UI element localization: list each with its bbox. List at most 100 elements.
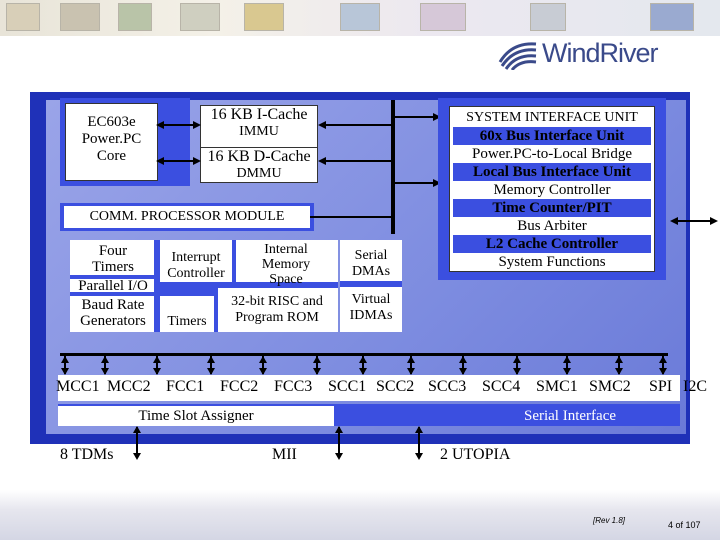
cpm-divider — [160, 282, 338, 288]
dcache-label: 16 KB D-Cache — [207, 148, 311, 165]
cpm-divider — [160, 288, 218, 296]
cpm-divider — [214, 288, 218, 332]
tdm-link — [136, 427, 138, 455]
arrow-up-icon — [133, 426, 141, 433]
cache-bus-link — [322, 160, 392, 162]
peripheral-smc1: SMC1 — [536, 378, 578, 395]
arrow-right-icon — [710, 217, 718, 225]
arrow-up-icon — [153, 356, 161, 363]
internal-memory-line: Space — [269, 272, 303, 287]
virtual-idmas-line: IDMAs — [349, 308, 393, 323]
arrow-up-icon — [459, 356, 467, 363]
arrow-down-icon — [61, 368, 69, 375]
serial-dmas-line: Serial — [354, 248, 388, 263]
siu-item: Power.PC-to-Local Bridge — [453, 145, 651, 163]
peripheral-fcc2: FCC2 — [220, 378, 259, 395]
peripheral-fcc1: FCC1 — [166, 378, 205, 395]
cache-block: 16 KB I-Cache IMMU 16 KB D-Cache DMMU — [200, 105, 318, 183]
siu-item: Time Counter/PIT — [453, 199, 651, 217]
arrow-left-icon — [156, 157, 164, 165]
bus-drop — [566, 356, 568, 374]
bus-drop — [104, 356, 106, 374]
bus-drop — [662, 356, 664, 374]
arrow-up-icon — [407, 356, 415, 363]
risc-line: 32-bit RISC and — [231, 294, 323, 309]
peripheral-i2c: I2C — [683, 378, 707, 395]
internal-bus — [391, 100, 395, 234]
four-timers: Four Timers — [72, 243, 154, 275]
bus-drop — [516, 356, 518, 374]
peripheral-bus — [60, 353, 668, 356]
arrow-up-icon — [61, 356, 69, 363]
photo-banner — [0, 0, 720, 36]
risc-program-rom: 32-bit RISC and Program ROM — [218, 294, 336, 326]
serial-dmas: Serial DMAs — [340, 248, 402, 280]
time-slot-assigner: Time Slot Assigner — [58, 406, 334, 426]
arrow-down-icon — [359, 368, 367, 375]
arrow-up-icon — [101, 356, 109, 363]
windriver-logo: WindRiver — [498, 36, 678, 70]
core-cache-link — [160, 124, 198, 126]
siu-title: SYSTEM INTERFACE UNIT — [466, 110, 638, 125]
four-timers-line: Timers — [92, 259, 134, 275]
utopia-link — [418, 427, 420, 455]
arrow-down-icon — [133, 453, 141, 460]
arrow-up-icon — [259, 356, 267, 363]
internal-memory-line: Memory — [261, 257, 311, 272]
banner-photo — [340, 3, 380, 31]
core-label: Core — [96, 148, 127, 164]
arrow-left-icon — [318, 121, 326, 129]
bus-drop — [316, 356, 318, 374]
arrow-up-icon — [335, 426, 343, 433]
logo-mark-icon — [498, 42, 537, 70]
internal-memory-line: Internal — [264, 242, 308, 257]
siu-item: L2 Cache Controller — [453, 235, 651, 253]
arrow-up-icon — [415, 426, 423, 433]
arrow-right-icon — [433, 179, 441, 187]
banner-photo — [530, 3, 566, 31]
banner-photo — [6, 3, 40, 31]
bus-siu-link — [395, 182, 435, 184]
bus-drop — [210, 356, 212, 374]
dma-divider — [340, 281, 402, 287]
cpm-divider — [232, 240, 236, 282]
bus-drop — [262, 356, 264, 374]
arrow-down-icon — [407, 368, 415, 375]
cpm-bus-link — [310, 216, 391, 218]
arrow-right-icon — [193, 121, 201, 129]
peripheral-mcc2: MCC2 — [107, 378, 151, 395]
peripheral-scc3: SCC3 — [428, 378, 467, 395]
mii-label: MII — [272, 446, 297, 463]
cpm-divider — [154, 240, 160, 332]
immu-label: IMMU — [239, 124, 279, 139]
bus-drop — [410, 356, 412, 374]
arrow-up-icon — [313, 356, 321, 363]
baud-rate-line: Baud Rate — [81, 297, 145, 313]
cpm-divider — [70, 275, 154, 279]
bus-drop — [462, 356, 464, 374]
mii-link — [338, 427, 340, 455]
peripheral-smc2: SMC2 — [589, 378, 631, 395]
arrow-down-icon — [459, 368, 467, 375]
baud-rate-line: Generators — [80, 313, 146, 329]
arrow-left-icon — [670, 217, 678, 225]
peripheral-scc4: SCC4 — [482, 378, 521, 395]
bus-drop — [618, 356, 620, 374]
timers: Timers — [167, 314, 207, 329]
arrow-up-icon — [563, 356, 571, 363]
arrow-down-icon — [513, 368, 521, 375]
siu-block: SYSTEM INTERFACE UNIT 60x Bus Interface … — [449, 106, 655, 272]
footer-band — [0, 490, 720, 540]
cpm-divider — [70, 292, 154, 296]
arrow-down-icon — [335, 453, 343, 460]
siu-item: System Functions — [453, 253, 651, 271]
arrow-down-icon — [615, 368, 623, 375]
cpm-title: COMM. PROCESSOR MODULE — [64, 206, 310, 228]
arrow-down-icon — [153, 368, 161, 375]
dmmu-label: DMMU — [236, 166, 282, 181]
arrow-up-icon — [207, 356, 215, 363]
interrupt-controller: Interrupt Controller — [160, 250, 232, 282]
peripheral-scc2: SCC2 — [376, 378, 415, 395]
